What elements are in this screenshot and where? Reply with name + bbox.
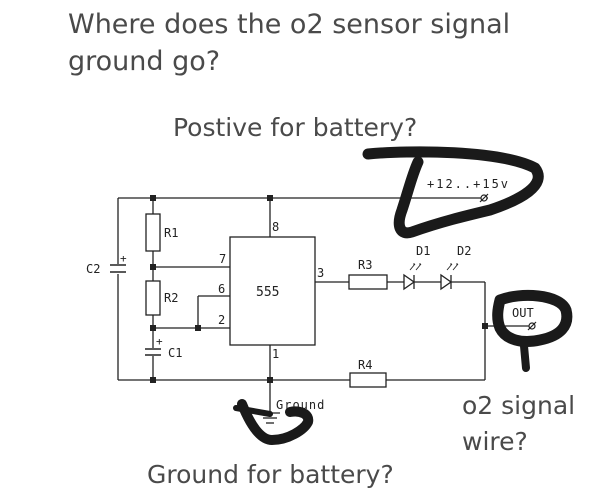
out-label: OUT	[512, 306, 534, 320]
light-arrows	[409, 263, 459, 271]
scribble-positive	[362, 146, 544, 239]
label-r1: R1	[164, 226, 178, 240]
supply-label: +12..+15v	[427, 177, 510, 191]
scribble-ground	[237, 399, 314, 445]
label-c2: C2	[86, 262, 100, 276]
question-line-1: Where does the o2 sensor signal	[68, 9, 511, 40]
label-r3: R3	[358, 258, 372, 272]
label-r2: R2	[164, 291, 178, 305]
ic-label: 555	[256, 285, 279, 300]
scribble-out	[492, 289, 573, 347]
resistor-r1	[145, 213, 161, 252]
c1-plus: +	[156, 335, 163, 348]
resistor-r3	[348, 274, 388, 290]
pin-3: 3	[317, 266, 324, 280]
o2-line-2: wire?	[462, 427, 528, 456]
label-d1: D1	[416, 244, 430, 258]
diode-d2	[440, 273, 453, 291]
c2-plus: +	[120, 252, 127, 265]
pin-8: 8	[272, 220, 279, 234]
resistor-r4	[349, 372, 387, 388]
pin-6: 6	[218, 282, 225, 296]
resistor-r2	[145, 280, 161, 316]
ic-555	[229, 236, 316, 346]
junction-dots	[150, 195, 488, 383]
scribbles	[233, 146, 573, 445]
pin-7: 7	[219, 252, 226, 266]
o2-signal-wire-question: o2 signal wire?	[462, 388, 575, 460]
pin-1: 1	[272, 347, 279, 361]
ground-battery-question: Ground for battery?	[147, 460, 394, 489]
o2-line-1: o2 signal	[462, 391, 576, 420]
wires	[117, 197, 530, 413]
question-line-2: ground go?	[68, 46, 221, 77]
diode-d1	[403, 273, 416, 291]
question-text: Where does the o2 sensor signal ground g…	[68, 6, 510, 80]
label-r4: R4	[358, 358, 372, 372]
positive-battery-question: Postive for battery?	[173, 113, 418, 142]
label-d2: D2	[457, 244, 471, 258]
pin-2: 2	[218, 313, 225, 327]
label-c1: C1	[168, 346, 182, 360]
capacitors	[110, 264, 161, 356]
